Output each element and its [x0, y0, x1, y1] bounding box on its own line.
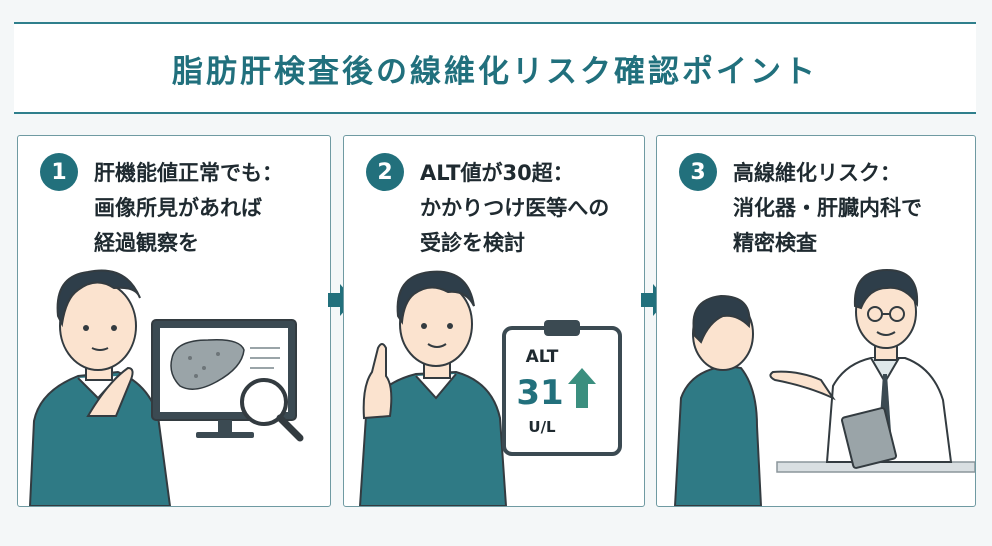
step-2-line-2: かかりつけ医等への	[420, 196, 610, 220]
step-header-2: 2 ALT値が30超： かかりつけ医等への 受診を検討	[366, 153, 609, 261]
step-1-line-2: 画像所見があれば	[94, 196, 262, 220]
step-header-1: 1 肝機能値正常でも： 画像所見があれば 経過観察を	[40, 153, 283, 261]
clipboard-icon: ALT 31 U/L	[502, 320, 622, 456]
next-arrow-icon	[328, 284, 354, 316]
page-title: 脂肪肝検査後の線維化リスク確認ポイント	[172, 53, 818, 90]
step-panel-3: 3 高線維化リスク： 消化器・肝臓内科で 精密検査	[656, 135, 976, 507]
next-arrow-icon	[641, 284, 667, 316]
step-2-line-3: 受診を検討	[420, 231, 525, 255]
step-2-line-1: ALT値が30超：	[420, 161, 574, 185]
alt-unit: U/L	[528, 418, 556, 436]
step-text-2: ALT値が30超： かかりつけ医等への 受診を検討	[420, 156, 609, 261]
step-text-1: 肝機能値正常でも： 画像所見があれば 経過観察を	[94, 156, 283, 261]
step-1-line-1: 肝機能値正常でも：	[94, 161, 283, 185]
step-number-badge-2: 2	[366, 153, 404, 191]
step-3-line-1: 高線維化リスク：	[733, 161, 901, 185]
alt-value: 31	[516, 373, 563, 413]
step-panel-1: 1 肝機能値正常でも： 画像所見があれば 経過観察を	[17, 135, 331, 507]
step-number-badge-3: 3	[679, 153, 717, 191]
step-3-line-2: 消化器・肝臓内科で	[733, 196, 922, 220]
up-arrow-icon	[568, 368, 596, 408]
magnifier-icon	[240, 378, 304, 442]
step-header-3: 3 高線維化リスク： 消化器・肝臓内科で 精密検査	[679, 153, 922, 261]
step-3-line-3: 精密検査	[733, 231, 817, 255]
step-number-badge-1: 1	[40, 153, 78, 191]
title-band: 脂肪肝検査後の線維化リスク確認ポイント	[14, 22, 976, 114]
liver-icon	[170, 338, 245, 390]
thinking-man-illustration	[28, 269, 304, 506]
step-1-line-3: 経過観察を	[94, 231, 199, 255]
pointing-man-illustration: ALT 31 U/L	[358, 270, 622, 506]
clipboard-label: ALT	[526, 347, 559, 367]
doctor-consultation-illustration	[673, 268, 975, 506]
step-text-3: 高線維化リスク： 消化器・肝臓内科で 精密検査	[733, 156, 922, 261]
step-panel-2: 2 ALT値が30超： かかりつけ医等への 受診を検討 ALT 31 U/L	[343, 135, 645, 507]
